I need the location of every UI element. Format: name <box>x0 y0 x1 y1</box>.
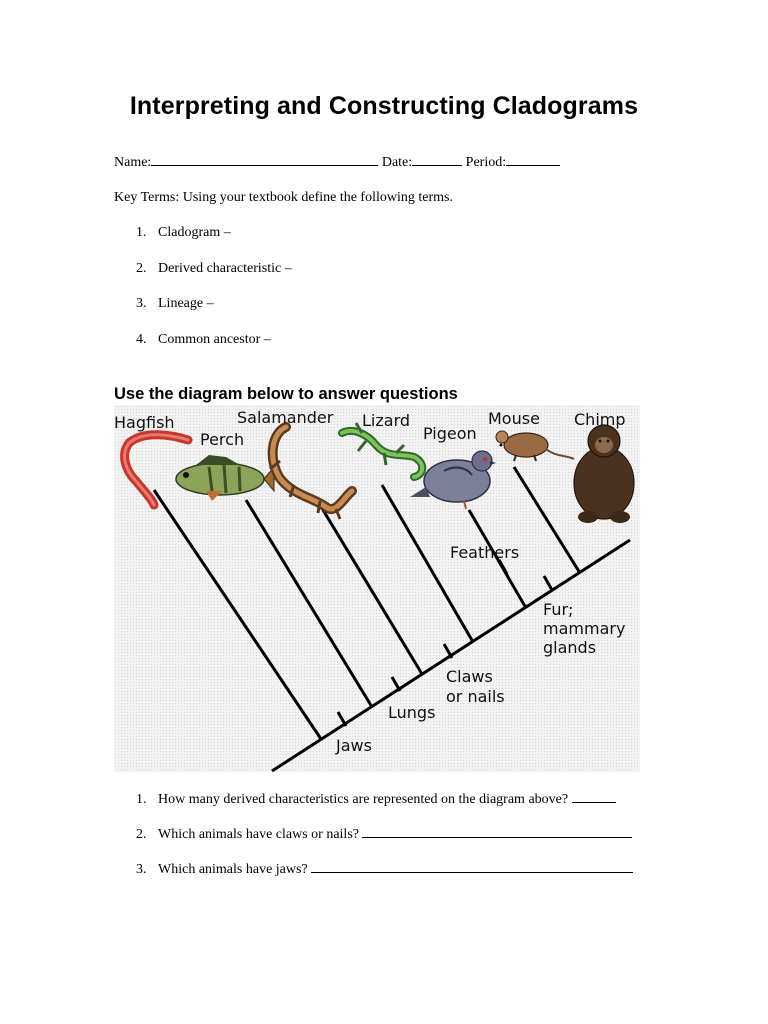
label-perch: Perch <box>200 430 244 449</box>
label-lungs: Lungs <box>388 703 435 722</box>
perch-illustration <box>175 455 275 501</box>
page-title: Interpreting and Constructing Cladograms <box>129 92 639 120</box>
question-item: 2.Which animals have claws or nails? <box>136 825 633 843</box>
label-claws-line2: or nails <box>446 687 505 706</box>
label-feathers: Feathers <box>450 543 519 562</box>
question-item: 3.Which animals have jaws? <box>136 860 634 878</box>
salamander-illustration <box>267 422 357 520</box>
tick-feathers <box>497 559 509 575</box>
label-chimp: Chimp <box>574 410 626 429</box>
tick-fur <box>542 575 554 591</box>
answer-blank <box>362 825 633 838</box>
label-mouse: Mouse <box>488 409 540 428</box>
branch-pigeon <box>467 509 528 609</box>
label-jaws: Jaws <box>335 736 372 755</box>
key-terms-intro: Key Terms: Using your textbook define th… <box>114 190 453 205</box>
key-term-item: 2.Derived characteristic – <box>136 261 292 276</box>
key-term-item: 1.Cladogram – <box>136 225 231 240</box>
answer-blank <box>571 790 616 803</box>
hagfish-illustration <box>120 430 193 510</box>
date-blank <box>412 153 463 166</box>
label-lizard: Lizard <box>362 411 410 430</box>
answer-blank <box>311 860 634 873</box>
lizard-illustration <box>338 422 427 481</box>
label-fur-line3: glands <box>543 638 596 657</box>
key-term-item: 4.Common ancestor – <box>136 332 271 347</box>
tick-lungs <box>390 676 402 692</box>
cladogram-svg: Hagfish Perch Salamander Lizard Pigeon M… <box>114 408 635 772</box>
tick-claws <box>442 643 454 659</box>
pigeon-illustration <box>410 450 496 510</box>
label-fur-line2: mammary <box>543 619 625 638</box>
name-blank <box>151 153 379 166</box>
chimp-illustration <box>573 424 635 523</box>
branch-mouse <box>512 466 582 574</box>
key-term-item: 3.Lineage – <box>136 296 214 311</box>
branch-hagfish <box>152 489 323 740</box>
branch-lizard <box>380 484 475 643</box>
branch-perch <box>244 499 374 708</box>
question-item: 1.How many derived characteristics are r… <box>136 790 616 808</box>
header-fields: Name: Date: Period: <box>114 153 561 171</box>
mouse-illustration <box>495 430 575 462</box>
diagram-heading: Use the diagram below to answer question… <box>114 385 458 403</box>
label-pigeon: Pigeon <box>423 424 477 443</box>
label-hagfish: Hagfish <box>114 413 175 432</box>
label-salamander: Salamander <box>237 408 334 427</box>
cladogram-diagram: Hagfish Perch Salamander Lizard Pigeon M… <box>114 405 640 772</box>
branch-salamander <box>315 499 424 675</box>
name-label: Name: <box>114 155 152 170</box>
label-fur-line1: Fur; <box>543 600 573 619</box>
tick-jaws <box>336 711 348 727</box>
period-label: Period: <box>465 155 507 170</box>
label-claws-line1: Claws <box>446 667 493 686</box>
date-label: Date: <box>381 155 413 170</box>
period-blank <box>506 153 561 166</box>
